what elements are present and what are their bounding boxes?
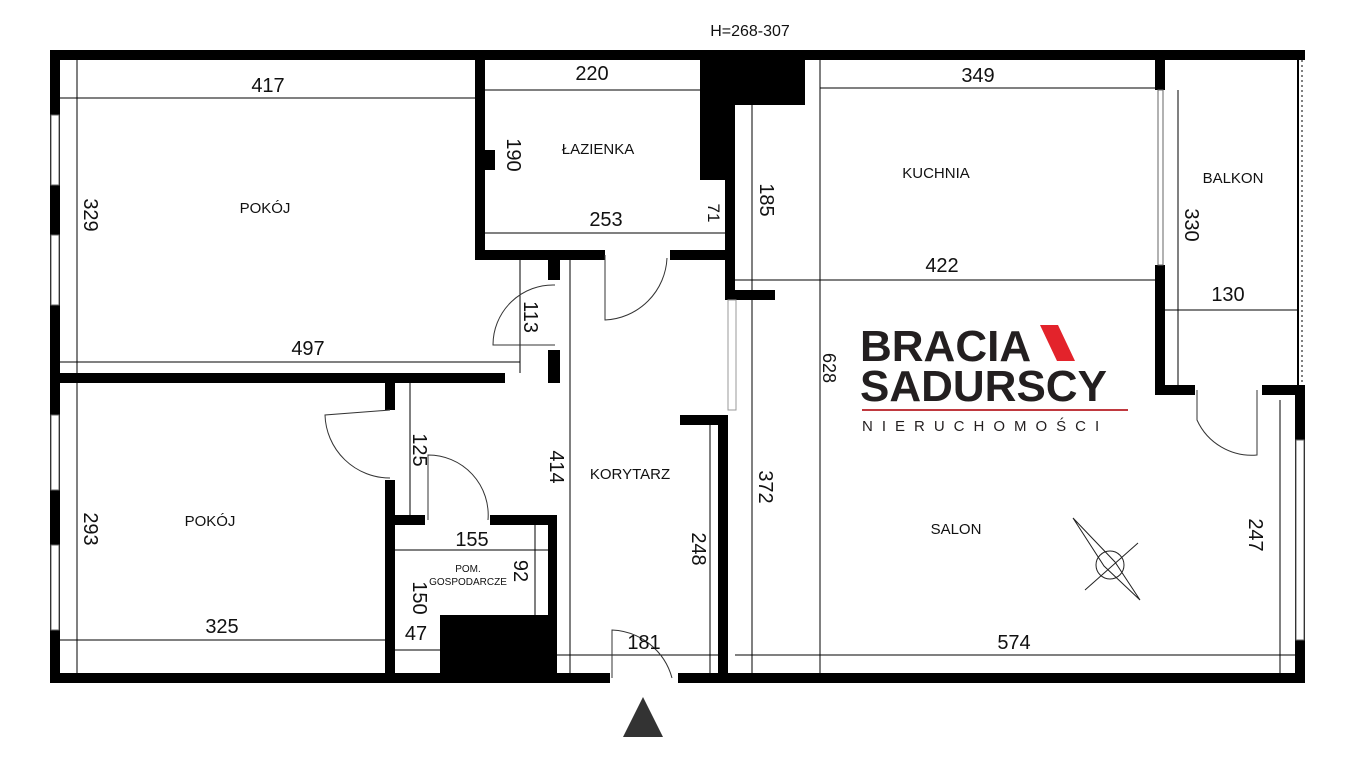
dimension: 71 (704, 204, 723, 223)
dimension: 155 (455, 529, 488, 551)
company-logo: BRACIA SADURSCY NIERUCHOMOŚCI (860, 322, 1128, 435)
dimension: 422 (925, 255, 958, 277)
dimension: 574 (997, 632, 1030, 654)
room-label: ŁAZIENKA (562, 141, 635, 158)
room-label: POKÓJ (240, 200, 291, 217)
logo-tagline: NIERUCHOMOŚCI (862, 417, 1108, 435)
inner-lines (60, 60, 1298, 673)
dimension: 628 (819, 353, 839, 383)
dimension: 329 (79, 198, 101, 231)
dimension: 417 (251, 75, 284, 97)
entrance-arrow-icon (623, 697, 663, 737)
dimension: 150 (408, 581, 430, 614)
dimension: 325 (205, 616, 238, 638)
dimension: 330 (1180, 208, 1202, 241)
compass-icon (1072, 517, 1141, 601)
dimension: 414 (545, 450, 567, 483)
windows (50, 55, 1305, 641)
walls (50, 50, 1305, 683)
dimension: 47 (405, 623, 427, 645)
dimension: 248 (687, 532, 709, 565)
room-labels: POKÓJ ŁAZIENKA KUCHNIA BALKON POKÓJ KORY… (185, 141, 1264, 588)
dimension: 130 (1211, 284, 1244, 306)
dimension: 185 (755, 183, 777, 216)
dimension: 92 (509, 560, 531, 582)
height-label: H=268-307 (710, 23, 790, 40)
dimension: 293 (79, 512, 101, 545)
dimension: 220 (575, 63, 608, 85)
dimension: 372 (754, 470, 776, 503)
room-label: POM. (455, 564, 481, 575)
room-label: KUCHNIA (902, 165, 970, 182)
doors (324, 255, 1258, 679)
room-label: POKÓJ (185, 513, 236, 530)
logo-line2: SADURSCY (860, 362, 1107, 411)
logo-accent-icon (1040, 325, 1075, 361)
logo-line1: BRACIA (860, 322, 1031, 371)
dimension: 113 (519, 301, 541, 333)
dimension: 247 (1244, 518, 1266, 551)
room-label: KORYTARZ (590, 466, 670, 483)
dimension: 497 (291, 338, 324, 360)
dimension-labels: 417 329 497 220 190 253 71 349 185 422 3… (79, 63, 1266, 654)
dimension: 190 (502, 138, 524, 171)
room-label-2: GOSPODARCZE (429, 577, 507, 588)
dimension: 125 (408, 433, 430, 466)
dimension: 253 (589, 209, 622, 231)
room-label: SALON (931, 521, 982, 538)
dimension: 181 (627, 632, 660, 654)
dimension: 349 (961, 65, 994, 87)
room-label: BALKON (1203, 170, 1264, 187)
